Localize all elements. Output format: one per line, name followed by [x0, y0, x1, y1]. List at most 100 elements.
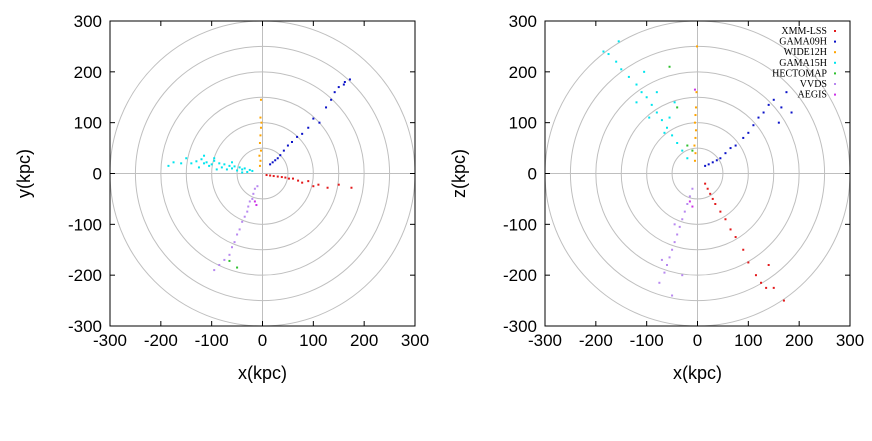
- data-point: [655, 91, 658, 94]
- data-point: [258, 142, 261, 144]
- data-point: [655, 111, 658, 114]
- data-point: [218, 264, 221, 266]
- data-point: [747, 261, 750, 264]
- y-tick-label: 100: [509, 114, 537, 133]
- data-point: [279, 154, 282, 157]
- series-color-5: [213, 185, 259, 272]
- data-point: [707, 163, 710, 166]
- legend-marker: [834, 40, 836, 43]
- data-point: [233, 241, 236, 244]
- data-point: [197, 166, 200, 169]
- data-point: [185, 157, 188, 160]
- data-point: [694, 106, 697, 109]
- data-point: [256, 185, 259, 188]
- legend-label: GAMA15H: [779, 58, 827, 69]
- data-point: [729, 147, 732, 150]
- data-point: [223, 258, 226, 261]
- data-point: [742, 136, 745, 139]
- data-point: [241, 168, 244, 171]
- data-point: [253, 187, 256, 190]
- data-point: [342, 83, 345, 86]
- data-point: [734, 144, 737, 147]
- data-point: [215, 168, 218, 171]
- data-point: [693, 144, 696, 147]
- data-point: [276, 157, 279, 160]
- x-tick-label: -300: [528, 331, 562, 350]
- data-point: [602, 50, 605, 53]
- data-point: [666, 126, 668, 129]
- data-point: [276, 175, 279, 178]
- data-point: [711, 161, 714, 164]
- data-point: [241, 171, 244, 174]
- data-point: [203, 154, 206, 157]
- data-point: [259, 98, 262, 101]
- data-point: [337, 86, 340, 89]
- data-point: [643, 70, 646, 73]
- x-tick-label: 0: [693, 331, 702, 350]
- legend-marker: [834, 61, 836, 64]
- series-wide12h: [693, 45, 698, 162]
- y-tick-label: 300: [74, 12, 102, 31]
- data-point: [292, 177, 294, 180]
- data-point: [673, 101, 676, 104]
- y-tick-label: 0: [528, 165, 537, 184]
- data-point: [317, 183, 320, 186]
- series-vvds: [658, 187, 694, 297]
- data-point: [284, 176, 287, 179]
- data-point: [236, 169, 239, 172]
- data-point: [666, 264, 668, 266]
- series-color-1: [269, 78, 351, 166]
- data-point: [734, 236, 737, 239]
- y-axis-label: z(kpc): [449, 149, 469, 198]
- data-point: [645, 96, 648, 99]
- data-point: [307, 126, 310, 129]
- data-point: [290, 140, 293, 143]
- legend: XMM-LSSGAMA09HWIDE12HGAMA15HHECTOMAPVVDS…: [772, 26, 836, 101]
- y-axis-label: y(kpc): [14, 149, 34, 198]
- data-point: [246, 210, 249, 213]
- data-point: [259, 116, 262, 119]
- data-point: [658, 281, 661, 284]
- data-point: [260, 121, 263, 124]
- data-point: [200, 158, 203, 161]
- series-color-4: [228, 259, 239, 269]
- y-tick-label: 300: [509, 12, 537, 31]
- data-point: [248, 168, 251, 171]
- data-point: [767, 264, 770, 266]
- data-point: [706, 187, 709, 190]
- data-point: [231, 246, 233, 249]
- data-point: [210, 163, 213, 166]
- x-tick-label: 200: [785, 331, 813, 350]
- data-point: [673, 223, 676, 226]
- series-color-2: [258, 98, 263, 167]
- data-point: [686, 203, 689, 205]
- data-point: [715, 159, 718, 162]
- data-point: [282, 149, 285, 152]
- data-point: [772, 98, 775, 101]
- data-point: [673, 241, 676, 244]
- data-point: [660, 119, 663, 122]
- data-point: [286, 144, 289, 147]
- data-point: [220, 166, 223, 169]
- data-point: [694, 114, 697, 117]
- data-point: [694, 129, 697, 132]
- data-point: [688, 200, 691, 203]
- data-point: [236, 233, 239, 236]
- data-point: [688, 195, 691, 198]
- y-tick-label: 0: [93, 165, 102, 184]
- x-tick-label: 300: [401, 331, 429, 350]
- data-point: [719, 210, 722, 213]
- data-point: [274, 159, 277, 162]
- data-point: [213, 157, 216, 160]
- x-tick-label: -300: [93, 331, 127, 350]
- data-point: [693, 159, 696, 162]
- series-color-0: [265, 174, 353, 189]
- data-point: [676, 233, 679, 236]
- data-point: [238, 166, 241, 169]
- data-point: [681, 218, 684, 221]
- data-point: [760, 281, 763, 284]
- x-tick-label: -100: [195, 331, 229, 350]
- data-point: [635, 101, 638, 104]
